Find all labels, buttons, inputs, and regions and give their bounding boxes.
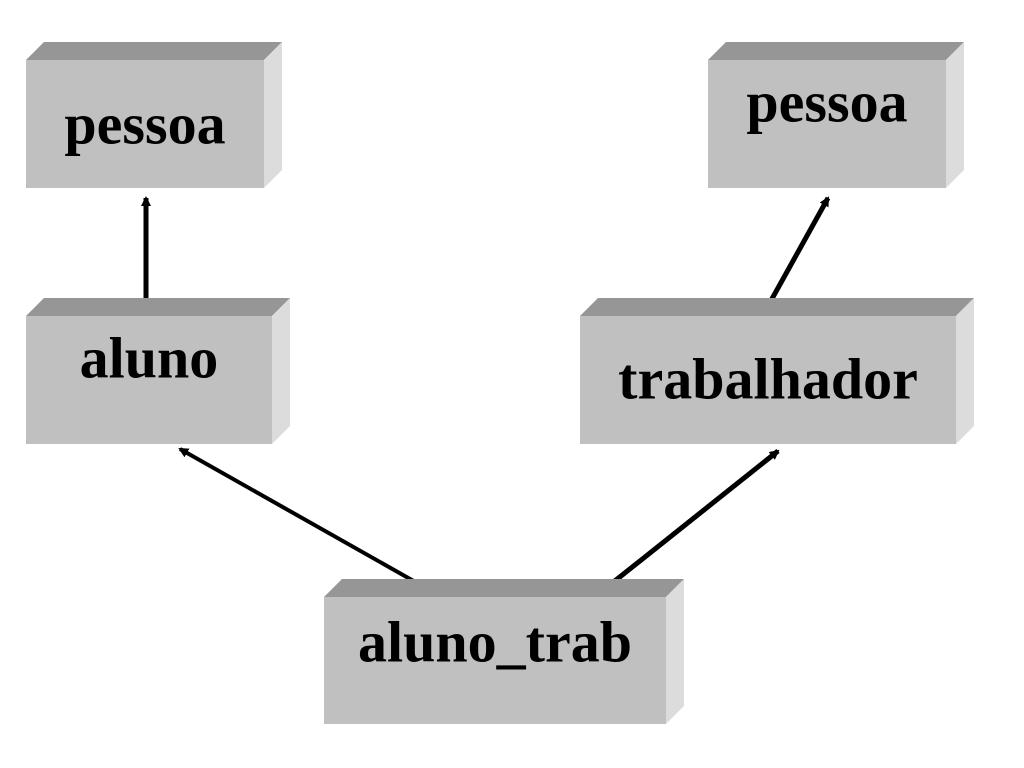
box-front-face — [26, 60, 264, 188]
node-aluno: aluno — [26, 298, 290, 444]
node-trabalhador: trabalhador — [580, 298, 974, 444]
node-pessoa-left: pessoa — [26, 42, 282, 188]
box-top-face — [26, 42, 282, 60]
box-top-face — [708, 42, 964, 60]
box-top-face — [580, 298, 974, 316]
edge-aluno-trab-to-aluno — [178, 447, 427, 590]
box-top-face — [26, 298, 290, 316]
box-side-face — [272, 298, 290, 444]
box-front-face — [26, 316, 272, 444]
edge-trabalhador-to-pessoa-right — [765, 196, 831, 308]
node-aluno-trab: aluno_trab — [324, 579, 684, 724]
box-side-face — [666, 579, 684, 724]
edges — [141, 196, 831, 590]
node-label: aluno — [80, 325, 219, 390]
node-pessoa-right: pessoa — [708, 42, 964, 188]
box-front-face — [708, 60, 946, 188]
node-label: trabalhador — [618, 346, 918, 411]
node-label: pessoa — [64, 91, 225, 156]
box-front-face — [324, 597, 666, 724]
box-side-face — [956, 298, 974, 444]
box-side-face — [264, 42, 282, 188]
box-side-face — [946, 42, 964, 188]
box-top-face — [324, 579, 684, 597]
box-front-face — [580, 316, 956, 444]
edge-aluno-trab-to-trabalhador — [604, 449, 780, 590]
node-label: aluno_trab — [358, 609, 632, 674]
node-label: pessoa — [746, 69, 907, 134]
